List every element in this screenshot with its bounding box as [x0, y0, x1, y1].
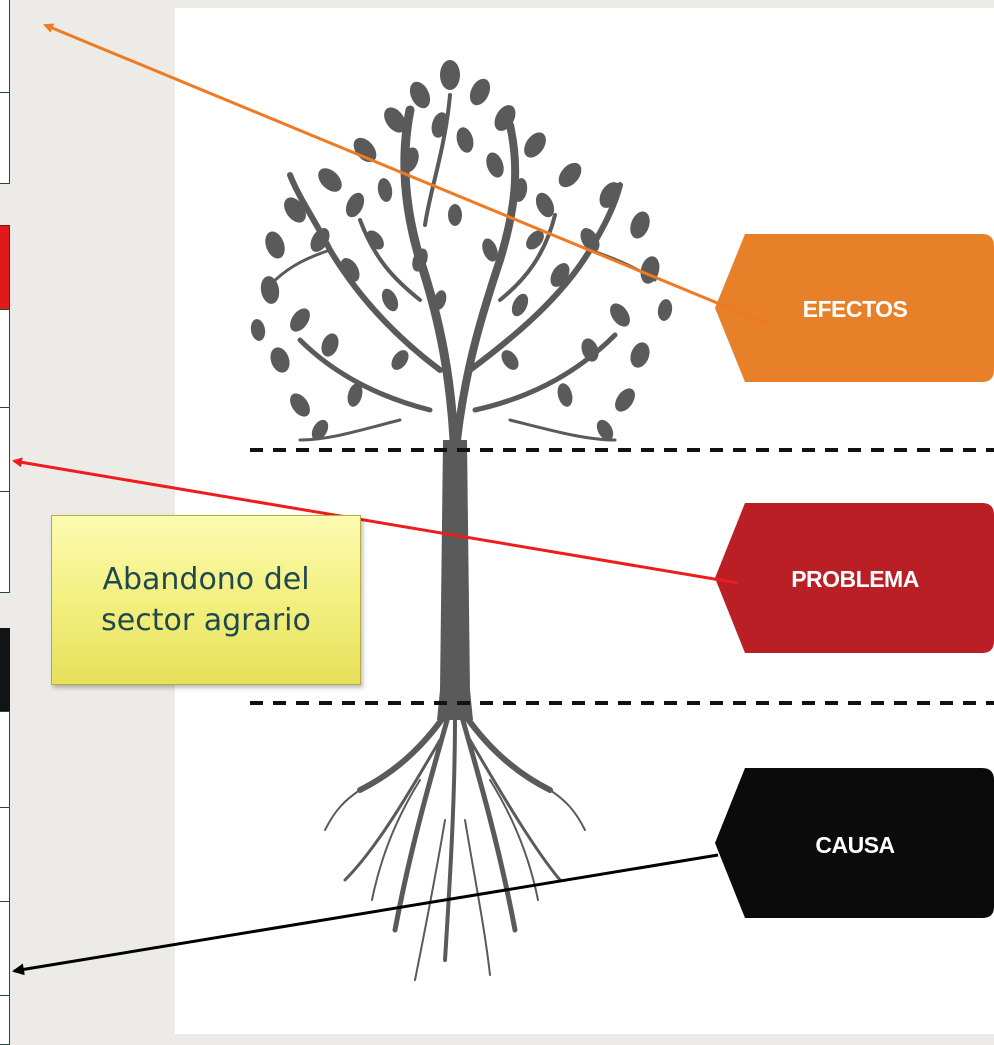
table-cell: [0, 491, 10, 593]
tree-crown: [250, 60, 673, 720]
cause-badge: CAUSA: [715, 768, 994, 918]
arrow-problem: [12, 457, 739, 585]
cause-label: CAUSA: [815, 832, 894, 858]
problem-note: Abandono del sector agrario: [51, 515, 361, 685]
tree-roots: [324, 697, 586, 981]
arrow-cause: [12, 853, 719, 976]
problem-label: PROBLEMA: [791, 566, 919, 592]
effects-label: EFECTOS: [803, 296, 908, 322]
problem-note-text: Abandono del sector agrario: [101, 561, 311, 638]
effects-badge: EFECTOS: [715, 234, 994, 382]
problem-badge: PROBLEMA: [715, 503, 994, 653]
table-cell: [0, 92, 10, 184]
arrow-effects: [43, 23, 769, 326]
